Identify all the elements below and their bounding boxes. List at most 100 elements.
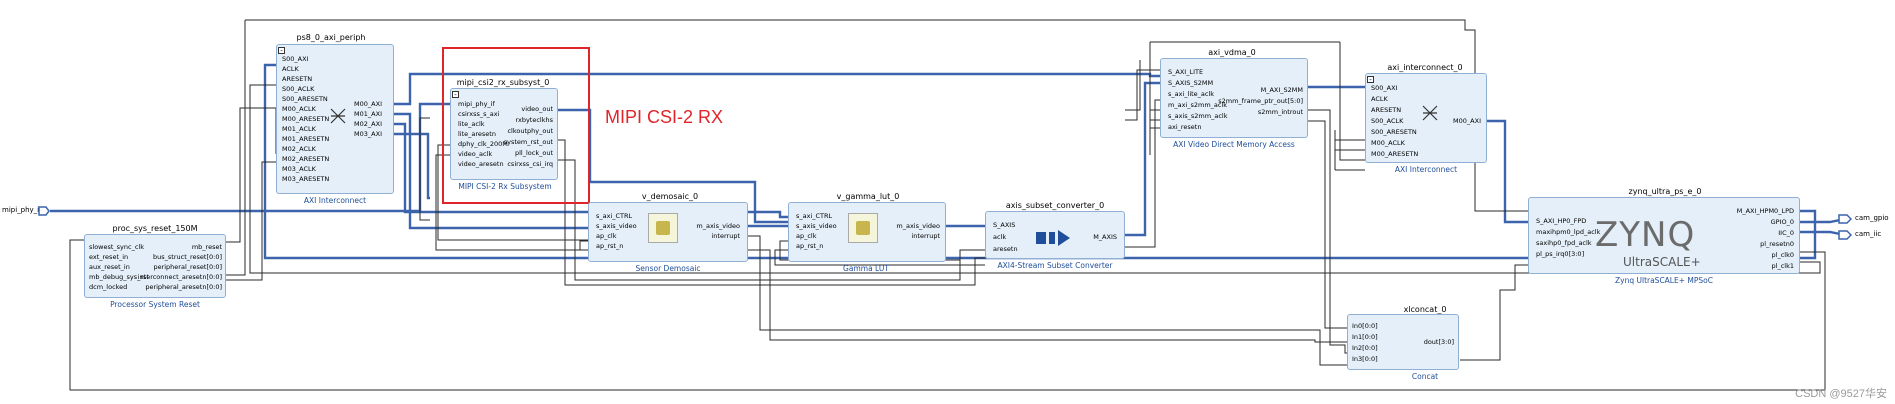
port-label: s_axis_s2mm_aclk	[1168, 112, 1228, 120]
port-label: aux_reset_in	[89, 263, 130, 271]
block-axi-vdma[interactable]	[1160, 58, 1308, 138]
port-label: rxbyteclkhs	[515, 116, 553, 124]
port-label: M_AXI_HPM0_LPD	[1736, 207, 1794, 215]
port-label: pll_lock_out	[514, 149, 553, 157]
port-label: S_AXI_HP0_FPD	[1536, 217, 1587, 225]
block-axi-interconnect[interactable]	[1365, 73, 1487, 163]
port-label: pl_clk0	[1771, 251, 1794, 259]
port-label: peripheral_aresetn[0:0]	[145, 283, 222, 291]
port-label: system_rst_out	[503, 138, 553, 146]
port-label: In0[0:0]	[1352, 322, 1378, 330]
port-label: S00_ACLK	[282, 85, 315, 93]
port-label: aresetn	[993, 245, 1018, 253]
port-label: M00_ARESETN	[282, 115, 330, 123]
port-label: M01_AXI	[354, 110, 382, 118]
port-label: csirxss_csi_irq	[507, 160, 553, 168]
port-label: M00_ARESETN	[1371, 150, 1419, 158]
block-proc-sys-reset[interactable]	[84, 234, 226, 298]
block-mipi-csi2-rx-subsystem[interactable]	[450, 88, 558, 180]
port-label: dcm_locked	[89, 283, 128, 291]
block-subtitle: AXI Interconnect	[303, 196, 367, 205]
block-title: axi_vdma_0	[1208, 48, 1256, 57]
port-label: M02_AXI	[354, 120, 382, 128]
port-label: s_axi_CTRL	[596, 212, 633, 220]
port-label: ACLK	[282, 65, 299, 73]
zynq-logo: ZYNQ UltraSCALE+	[1595, 215, 1701, 269]
block-title: axis_subset_converter_0	[1005, 201, 1105, 210]
port-label: S_AXIS	[993, 221, 1016, 229]
ext-port-mipi-phy-if[interactable]: mipi_phy_if	[2, 206, 42, 214]
port-label: s2mm_introut	[1257, 108, 1303, 116]
port-label: pl_clk1	[1771, 262, 1794, 270]
port-label: m_axi_s2mm_aclk	[1168, 101, 1228, 109]
port-label: M_AXI_S2MM	[1260, 86, 1303, 94]
ext-port-cam-gpio[interactable]: cam_gpio	[1855, 214, 1889, 222]
port-label: mb_reset	[191, 243, 222, 251]
port-label: ACLK	[1371, 95, 1388, 103]
port-label: maxihpm0_lpd_aclk	[1536, 228, 1601, 236]
port-label: interconnect_aresetn[0:0]	[137, 273, 222, 281]
port-label: S00_AXI	[282, 55, 309, 63]
block-subtitle: Zynq UltraSCALE+ MPSoC	[1615, 276, 1713, 285]
port-label: interrupt	[911, 232, 941, 240]
port-label: ARESETN	[1371, 106, 1402, 114]
block-title: proc_sys_reset_150M	[112, 224, 198, 233]
block-title: v_demosaic_0	[641, 192, 699, 201]
port-label: s_axis_video	[796, 222, 837, 230]
port-label: aclk	[993, 233, 1007, 241]
port-label: In3[0:0]	[1352, 355, 1378, 363]
watermark: CSDN @9527华安	[1795, 388, 1887, 400]
port-arrow-icon	[38, 206, 50, 216]
port-label: video_out	[521, 105, 553, 113]
port-label: ap_clk	[796, 232, 817, 240]
annotation-label: MIPI CSI-2 RX	[605, 107, 724, 127]
port-label: M01_ACLK	[282, 125, 316, 133]
block-title: mipi_csi2_rx_subsyst_0	[456, 78, 550, 87]
port-label: peripheral_reset[0:0]	[153, 263, 222, 271]
port-label: m_axis_video	[896, 222, 940, 230]
port-label: M03_ACLK	[282, 165, 316, 173]
port-label: S00_ARESETN	[1371, 128, 1417, 136]
block-subtitle: AXI4-Stream Subset Converter	[997, 261, 1113, 270]
ext-port-cam-iic[interactable]: cam_iic	[1855, 230, 1882, 238]
port-arrow-icon	[1838, 230, 1852, 240]
block-xlconcat[interactable]	[1347, 314, 1459, 370]
port-label: slowest_sync_clk	[89, 243, 144, 251]
block-title: xlconcat_0	[1403, 305, 1447, 314]
port-label: ap_rst_n	[796, 242, 824, 250]
port-label: In2[0:0]	[1352, 344, 1378, 352]
block-subtitle: Concat	[1411, 372, 1439, 381]
port-label: S00_AXI	[1371, 84, 1398, 92]
port-label: s_axis_video	[596, 222, 637, 230]
block-subtitle: AXI Video Direct Memory Access	[1173, 140, 1295, 149]
port-label: ARESETN	[282, 75, 313, 83]
block-title: v_gamma_lut_0	[836, 192, 900, 201]
block-zynq-ultra-ps[interactable]	[1528, 197, 1800, 274]
port-label: M03_ARESETN	[282, 175, 330, 183]
port-label: lite_aresetn	[458, 130, 496, 138]
port-label: clkoutphy_out	[507, 127, 553, 135]
port-label: saxihp0_fpd_aclk	[1536, 239, 1592, 247]
block-subtitle: MIPI CSI-2 Rx Subsystem	[458, 182, 552, 191]
port-label: dphy_clk_200M	[458, 140, 508, 148]
port-label: S00_ARESETN	[282, 95, 328, 103]
port-label: s2mm_frame_ptr_out[5:0]	[1218, 97, 1303, 105]
port-label: M02_ACLK	[282, 145, 316, 153]
hls-ip-icon	[648, 213, 678, 243]
port-label: M00_AXI	[354, 100, 382, 108]
port-label: m_axis_video	[696, 222, 740, 230]
port-label: In1[0:0]	[1352, 333, 1378, 341]
collapse-icon[interactable]: -	[452, 91, 459, 99]
block-subtitle: AXI Interconnect	[1394, 165, 1458, 174]
port-label: M01_ARESETN	[282, 135, 330, 143]
port-label: interrupt	[711, 232, 741, 240]
port-label: mb_debug_sys_rst	[89, 273, 149, 281]
port-label: bus_struct_reset[0:0]	[153, 253, 222, 261]
port-label: video_aclk	[458, 150, 493, 158]
block-title: axi_interconnect_0	[1387, 63, 1463, 72]
highlight-box	[442, 47, 590, 204]
collapse-icon[interactable]: -	[278, 47, 285, 55]
crossbar-icon	[330, 108, 346, 124]
collapse-icon[interactable]: -	[1367, 76, 1374, 84]
